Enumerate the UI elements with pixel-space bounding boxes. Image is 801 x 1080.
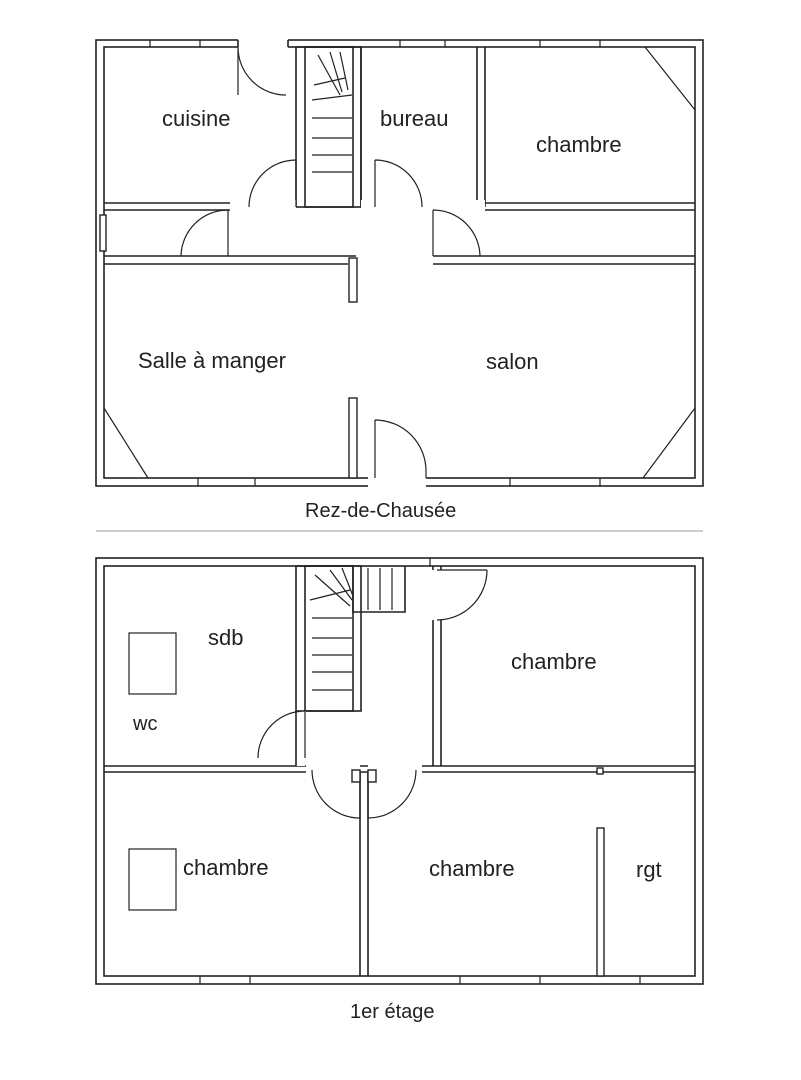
salle-corner-diagonal [103,407,149,479]
chambre-bm-door-gap [368,763,422,775]
ground-stair-steps [311,51,353,173]
room-label-sdb: sdb [208,625,243,650]
first-outer-wall-outer [95,557,704,985]
salon-partition-bottom [348,397,358,479]
chambre-tr-door-gap [430,570,444,620]
room-label-salle-a-manger: Salle à manger [138,348,286,373]
cuisine-door-swing [237,46,287,96]
chambre-corner-diagonal [644,46,696,111]
chambre-door-gap [428,200,485,213]
first-stair-landing [352,566,406,613]
first-stair-steps [309,567,393,691]
room-label-chambre-bottom-middle: chambre [429,856,515,881]
bureau-door-gap [361,200,428,213]
room-label-salon: salon [486,349,539,374]
ground-stair-winder [329,51,343,93]
bed-fixture [128,848,177,911]
chambre-tr-door-swing [436,569,488,621]
first-stair-winder [329,569,353,601]
room-label-chambre: chambre [536,132,622,157]
first-stair-winder [314,574,351,607]
ground-floor-plan: cuisine bureau chambre Salle à manger sa… [95,38,704,522]
ground-stair-winder [339,51,349,91]
bureau-door-swing [374,159,423,208]
bathtub-fixture [128,632,177,695]
room-label-bureau: bureau [380,106,449,131]
first-stairwell-inner [304,565,354,712]
rgt-post [596,767,604,775]
chambre-bl-door-gap [306,763,360,775]
front-door-gap [368,474,426,488]
first-floor-plan: sdb wc chambre chambre chambre rgt 1er é… [95,557,704,1023]
ground-window-ticks [149,40,601,486]
ground-stair-winder [317,54,341,96]
room-label-wc: wc [132,713,157,735]
ground-left-window [99,214,107,252]
sdb-door-gap [296,711,306,766]
room-label-chambre-top-right: chambre [511,649,597,674]
front-door-swing [374,419,427,478]
ground-stairwell-inner [304,46,354,208]
ground-stair-step [313,77,346,86]
first-stair-winder [309,589,351,601]
ground-top-door-gap [238,38,288,50]
first-outer-wall-inner [103,565,696,977]
door-post-right [367,769,377,783]
ground-floor-caption: Rez-de-Chausée [305,500,456,522]
room-label-rgt: rgt [636,857,662,882]
door-post-left [351,769,361,783]
salon-corner-diagonal [642,407,696,479]
hall-left-door-swing [180,209,229,257]
ground-stair-step [311,94,353,101]
room-label-cuisine: cuisine [162,106,230,131]
salon-partition-top [348,257,358,303]
cuisine-hall-door-gap [230,200,296,213]
first-window-ticks [199,558,641,984]
cuisine-hall-door-swing [248,159,297,208]
first-floor-caption: 1er étage [350,1001,435,1023]
first-stair-winder [341,567,354,597]
rgt-partition [596,827,605,977]
chambre-door-swing [432,209,481,257]
room-label-chambre-bottom-left: chambre [183,855,269,880]
